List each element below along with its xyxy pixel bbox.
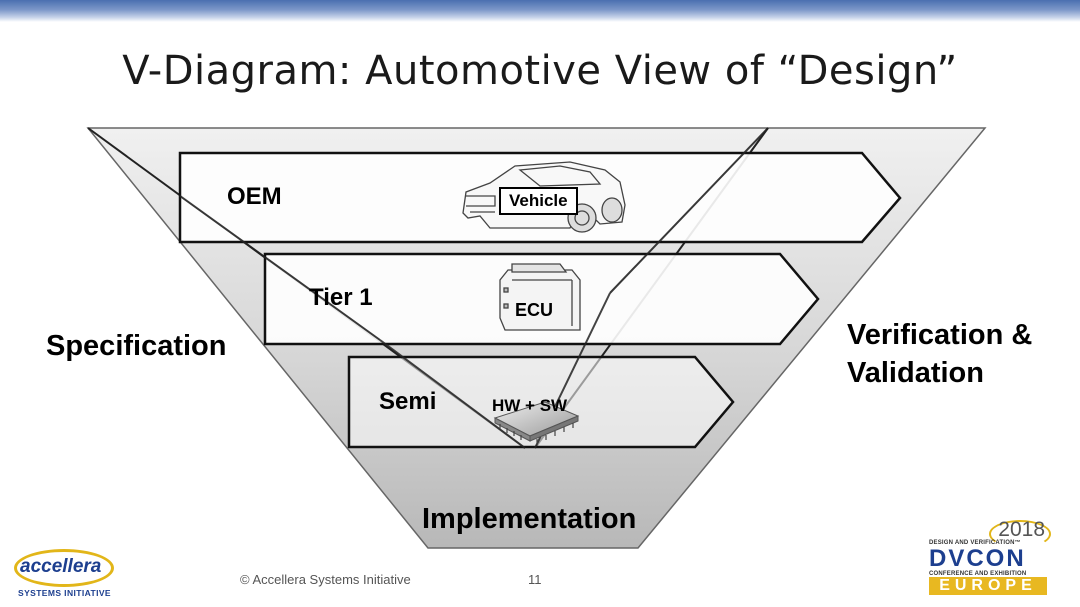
dvcon-region-text: EUROPE xyxy=(929,577,1047,595)
ecu-icon xyxy=(499,263,581,331)
page-number: 11 xyxy=(528,572,542,587)
dvcon-top-text: DESIGN AND VERIFICATION™ xyxy=(929,540,1021,546)
hw-sw-label: HW + SW xyxy=(492,396,568,415)
top-banner xyxy=(0,0,1080,22)
semi-arrow xyxy=(347,355,735,449)
ecu-label: ECU xyxy=(515,300,554,320)
row-label-tier1: Tier 1 xyxy=(309,284,373,311)
vehicle-label-box: Vehicle xyxy=(499,187,578,215)
verification-label-line2: Validation xyxy=(847,357,984,389)
dvcon-logo: 2018 DESIGN AND VERIFICATION™ DVCON CONF… xyxy=(929,518,1051,598)
row-label-semi: Semi xyxy=(379,388,437,415)
specification-label: Specification xyxy=(46,330,227,362)
verification-label-line1: Verification & xyxy=(847,319,1033,351)
accellera-logo-ring xyxy=(14,549,114,587)
implementation-label: Implementation xyxy=(422,503,637,535)
dvcon-year: 2018 xyxy=(998,518,1045,541)
row-label-oem: OEM xyxy=(227,183,282,210)
slide-title: V-Diagram: Automotive View of “Design” xyxy=(122,48,958,94)
chip-icon xyxy=(493,401,580,444)
accellera-logo-sub: SYSTEMS INITIATIVE xyxy=(18,588,111,598)
accellera-logo-word: accellera xyxy=(20,556,102,577)
copyright-text: © Accellera Systems Initiative xyxy=(240,572,411,587)
dvcon-sub-text: CONFERENCE AND EXHIBITION xyxy=(929,571,1027,577)
accellera-logo: accellera SYSTEMS INITIATIVE xyxy=(12,547,118,599)
dvcon-main-text: DVCON xyxy=(929,545,1026,572)
dvcon-logo-ring xyxy=(989,520,1051,548)
